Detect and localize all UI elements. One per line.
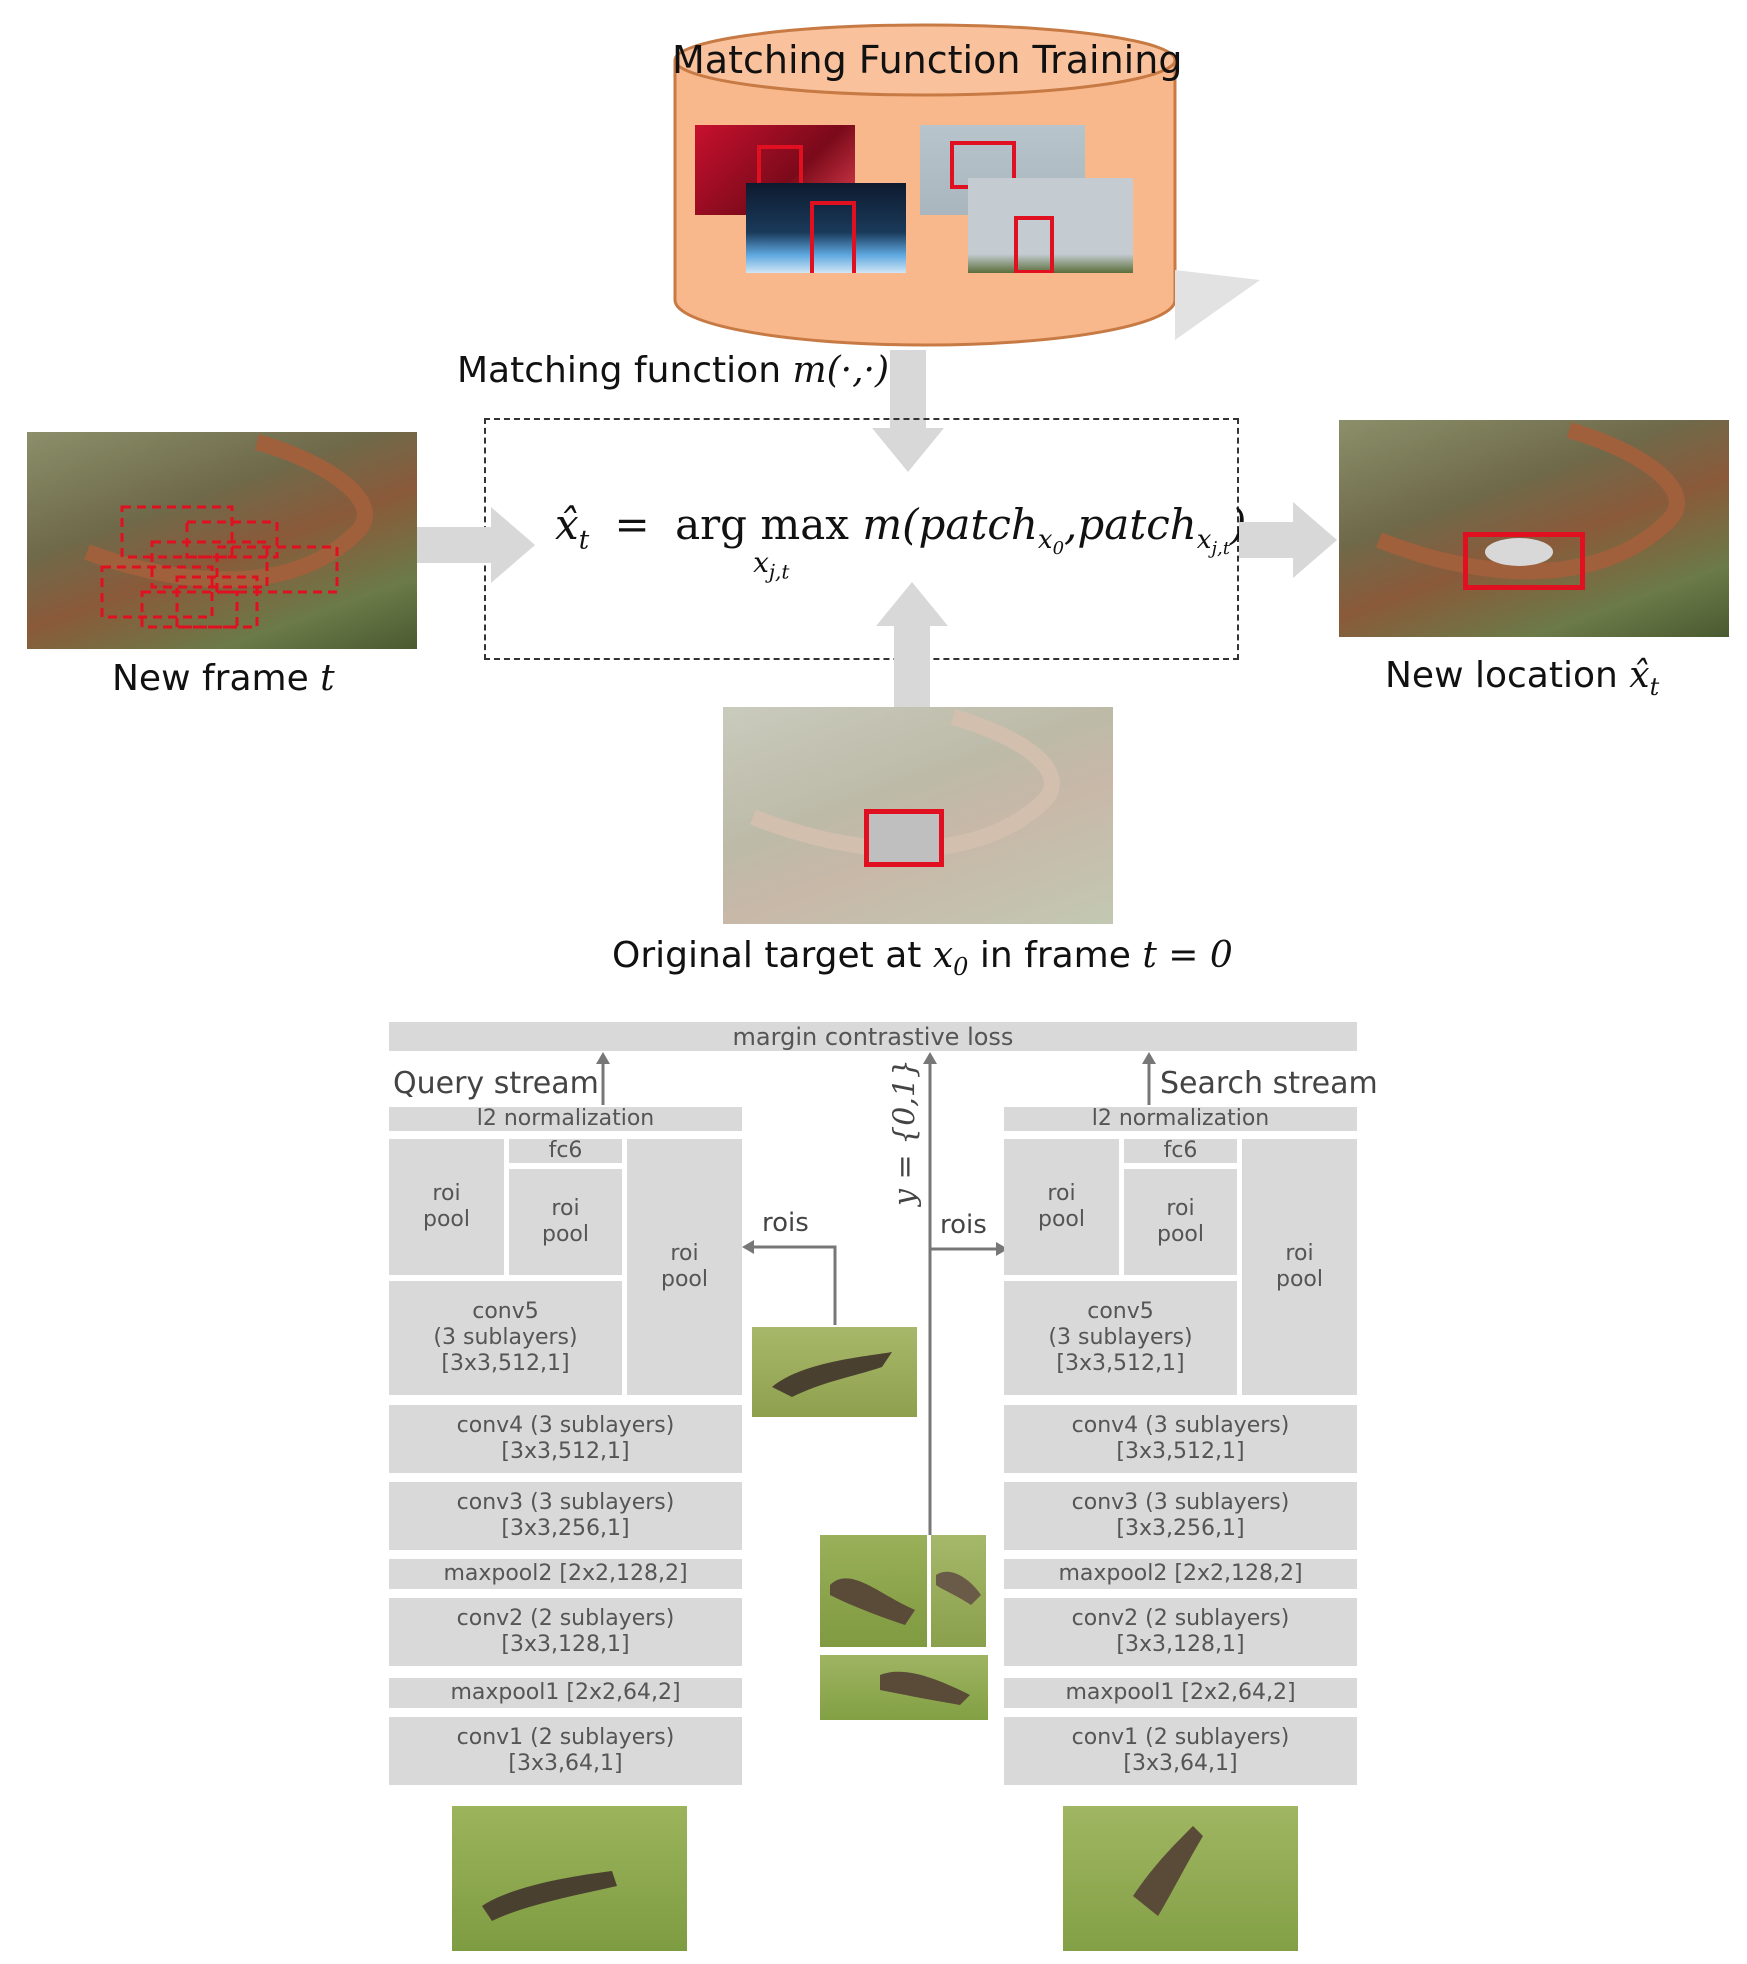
eq-argmax-sub-jt: j,t [768,559,790,584]
query-roi-pool-3: roi pool [627,1139,742,1395]
search-conv4: conv4 (3 sublayers) [3x3,512,1] [1004,1405,1357,1473]
search-roi-pool-2: roi pool [1124,1169,1237,1275]
eq-argmax: arg max xj,t [675,500,849,584]
search-maxpool2: maxpool2 [2x2,128,2] [1004,1559,1357,1589]
eq-sub2: x [1196,525,1212,556]
search-conv5: conv5 (3 sublayers) [3x3,512,1] [1004,1281,1237,1395]
search-roi-pool-3: roi pool [1242,1139,1357,1395]
new-frame-prefix: New frame [112,658,321,699]
roi-cheetah-image [752,1327,917,1417]
original-prefix: Original target at [612,935,933,976]
query-fc6: fc6 [509,1138,622,1163]
argmax-equation: x̂t = arg max xj,t m(patchx0,patchxj,t) [555,500,1246,584]
target-box [1014,216,1054,273]
original-eq: t = 0 [1142,935,1233,976]
search-crop-image-2 [931,1535,986,1647]
cheetah-silhouette [936,1571,981,1605]
cheetah-silhouette [482,1871,617,1921]
query-conv1: conv1 (2 sublayers) [3x3,64,1] [389,1717,742,1785]
query-conv2: conv2 (2 sublayers) [3x3,128,1] [389,1598,742,1666]
rois-label-right: rois [940,1210,987,1240]
eq-lhs-sub: t [578,525,590,556]
rois-label-left: rois [762,1208,809,1238]
training-image-concert-2 [746,183,906,273]
original-target-label: Original target at x0 in frame t = 0 [612,935,1233,981]
new-location-sub: t [1649,673,1660,702]
road-faded [750,709,1060,857]
new-location-var: x̂ [1629,655,1650,696]
search-conv1: conv1 (2 sublayers) [3x3,64,1] [1004,1717,1357,1785]
matching-function-math: m(·,·) [792,350,890,391]
eq-body: m(patch [862,500,1038,549]
query-l2-normalization: l2 normalization [389,1106,742,1131]
new-frame-label: New frame t [112,658,335,699]
margin-contrastive-loss: margin contrastive loss [389,1022,1357,1051]
query-conv4: conv4 (3 sublayers) [3x3,512,1] [389,1405,742,1473]
tracked-target-box [1463,532,1585,590]
training-image-sky-2 [968,178,1133,273]
search-input-image [1063,1806,1298,1951]
eq-sub1b: 0 [1052,538,1065,560]
original-target-box [864,809,944,867]
new-location-prefix: New location [1385,655,1630,696]
arrow-up-from-original [876,582,948,710]
query-roi-pool-2: roi pool [509,1169,622,1275]
search-crop-image-1 [820,1535,927,1647]
search-conv2: conv2 (2 sublayers) [3x3,128,1] [1004,1598,1357,1666]
arrow-right-out-of-box [1239,502,1337,578]
search-roi-pool-1: roi pool [1004,1139,1119,1275]
new-location-label: New location x̂t [1385,655,1659,701]
eq-argmax-text: arg max [675,500,849,549]
matching-function-prefix: Matching function [457,350,793,391]
search-stream-label: Search stream [1160,1066,1378,1101]
search-crop-image-3 [820,1655,988,1720]
new-frame-var: t [320,658,335,699]
query-maxpool2: maxpool2 [2x2,128,2] [389,1559,742,1589]
candidate-boxes [84,434,373,629]
original-var: x [932,935,954,976]
cheetah-silhouette [1133,1826,1203,1916]
new-frame-image [27,432,417,649]
matching-function-label: Matching function m(·,·) [457,350,889,391]
query-conv5: conv5 (3 sublayers) [3x3,512,1] [389,1281,622,1395]
y-label: y = {0,1} [887,1058,923,1207]
cheetah-silhouette [880,1671,970,1705]
eq-lhs: x̂ [555,500,579,549]
eq-sub1: x [1037,525,1053,556]
search-l2-normalization: l2 normalization [1004,1106,1357,1131]
eq-sub2b: j,t [1211,538,1230,560]
arrow-right-into-box [417,507,535,583]
eq-comma: ,patch [1064,500,1197,549]
original-target-image [723,707,1113,924]
search-maxpool1: maxpool1 [2x2,64,2] [1004,1678,1357,1708]
original-sub: 0 [953,953,969,982]
query-input-image [452,1806,687,1951]
search-fc6: fc6 [1124,1138,1237,1163]
query-maxpool1: maxpool1 [2x2,64,2] [389,1678,742,1708]
original-mid: in frame [968,935,1143,976]
query-roi-pool-1: roi pool [389,1139,504,1275]
new-location-image [1339,420,1729,637]
cheetah-silhouette [772,1352,892,1397]
search-conv3: conv3 (3 sublayers) [3x3,256,1] [1004,1482,1357,1550]
eq-argmax-sub: xj,t [753,546,789,584]
database-title: Matching Function Training [672,38,1183,82]
cheetah-silhouette [830,1578,915,1625]
query-conv3: conv3 (3 sublayers) [3x3,256,1] [389,1482,742,1550]
target-box [810,201,856,273]
eq-equals: = [614,500,650,549]
query-stream-label: Query stream [393,1066,599,1101]
eq-argmax-sub-x: x [753,546,769,579]
